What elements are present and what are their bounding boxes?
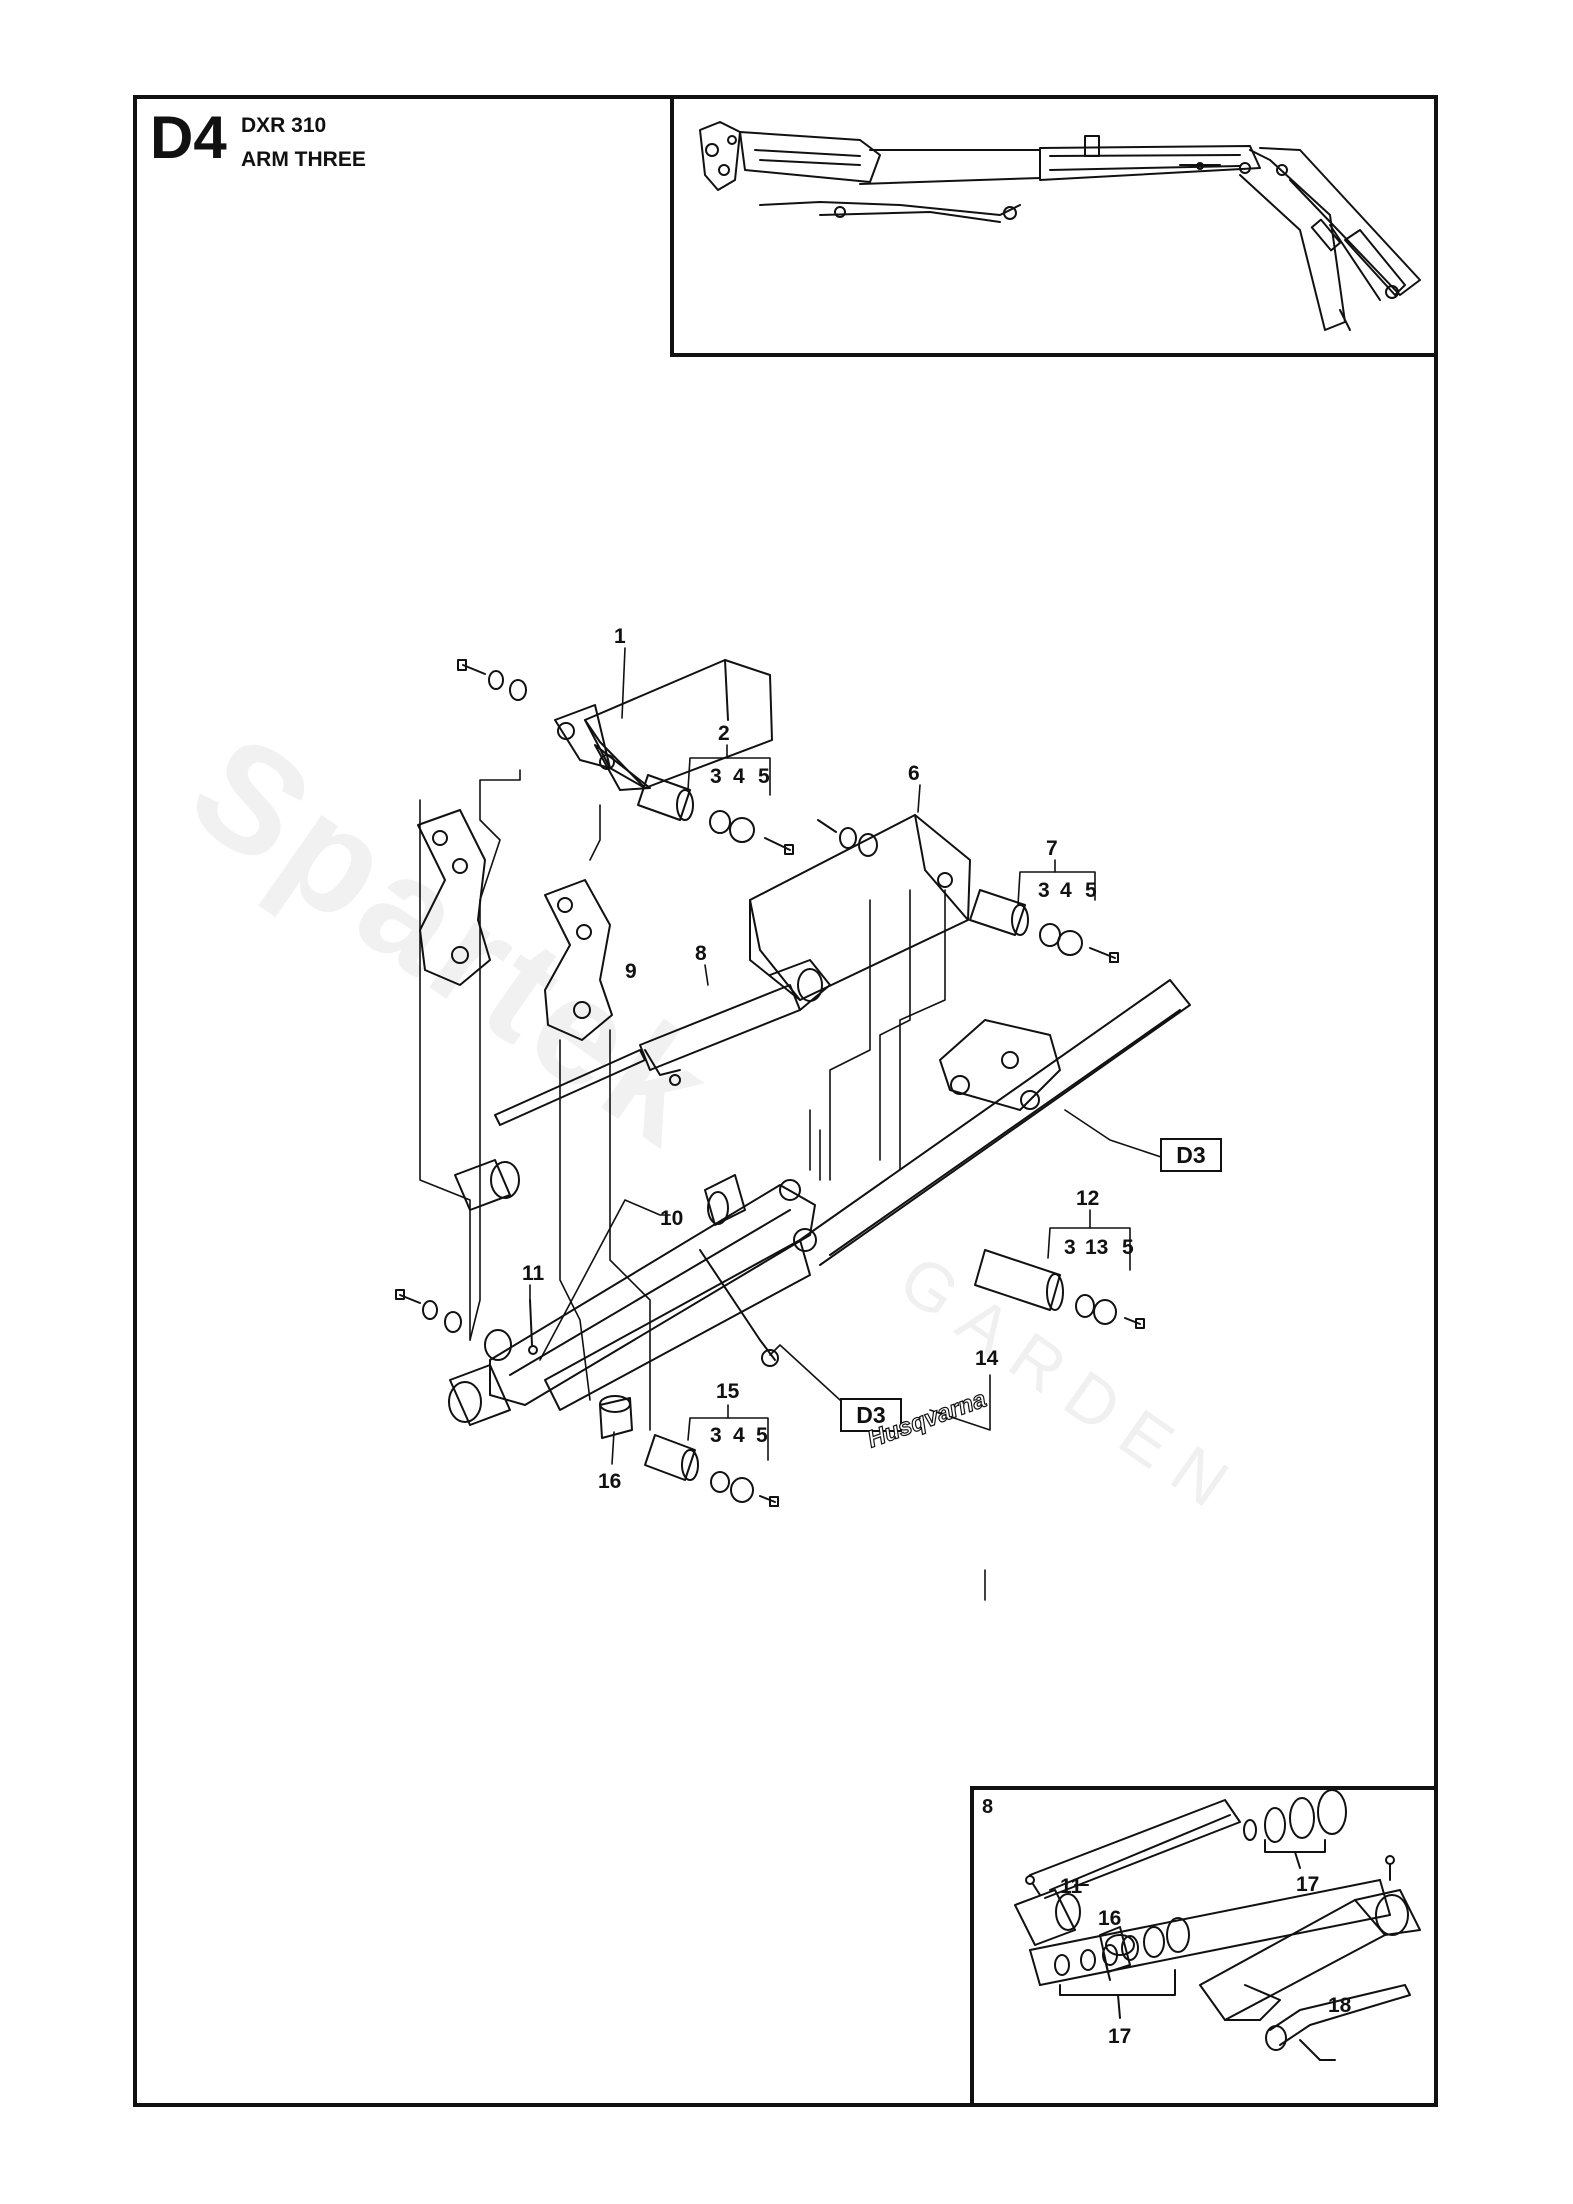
callout-14: 14 [975, 1347, 999, 1370]
part-11-grease-nipple [528, 1299, 538, 1355]
callout-7-4: 4 [1060, 879, 1072, 902]
callout-12-3: 3 [1064, 1236, 1076, 1259]
bushing-15 [644, 1434, 779, 1507]
callout-12: 12 [1076, 1187, 1099, 1210]
assembly-routing-lines [419, 769, 946, 1431]
overview-panel [670, 95, 1438, 357]
inset-callout-18: 18 [1328, 1994, 1352, 2017]
callout-7-3: 3 [1038, 879, 1050, 902]
callout-12-5: 5 [1122, 1236, 1134, 1259]
inset-label: 8 [982, 1796, 994, 1818]
callout-2: 2 [718, 722, 730, 745]
bushing-2 [637, 774, 794, 855]
section-code: D4 [150, 104, 227, 171]
bushing-7 [969, 889, 1119, 963]
callout-2-3: 3 [710, 765, 722, 788]
callout-2-4: 4 [733, 765, 745, 788]
bushing-10 [704, 1174, 746, 1226]
overview-arm-drawing [699, 121, 1421, 331]
callout-labels: 1 2 3 4 5 6 7 3 4 5 8 9 10 11 12 3 13 5 … [522, 625, 1352, 2048]
bushing-12 [974, 1249, 1145, 1329]
left-bolt-washers [395, 1289, 512, 1361]
callout-16: 16 [598, 1470, 621, 1493]
cylinder-8 [454, 959, 831, 1211]
ref-d3-lower: D3 [840, 1398, 902, 1432]
arm-10 [448, 1179, 817, 1426]
main-arm-beam [799, 979, 1191, 1266]
callout-15-4: 4 [733, 1424, 745, 1447]
leader-lines [529, 647, 1171, 1601]
inset-callout-16: 16 [1098, 1907, 1121, 1930]
part-6-channel [749, 814, 971, 1001]
inset-cylinder-drawing [1014, 1789, 1421, 2061]
callout-8: 8 [695, 942, 707, 965]
callout-6: 6 [908, 762, 920, 785]
section-title: ARM THREE [241, 148, 366, 171]
callout-15-5: 5 [756, 1424, 768, 1447]
inset-callout-17-top: 17 [1296, 1873, 1319, 1896]
plate-9-right [544, 879, 613, 1041]
callout-2-5: 5 [758, 765, 770, 788]
callout-15-3: 3 [710, 1424, 722, 1447]
callout-7: 7 [1046, 837, 1058, 860]
inset-callout-17-bottom: 17 [1108, 2025, 1131, 2048]
callout-1: 1 [614, 625, 626, 648]
inset-callout-11: 11 [1060, 1875, 1083, 1898]
model-name: DXR 310 [241, 114, 327, 137]
ref-d3-upper: D3 [1160, 1138, 1222, 1172]
callout-12-13: 13 [1085, 1236, 1108, 1259]
callout-11: 11 [522, 1262, 545, 1285]
callout-15: 15 [716, 1380, 740, 1403]
plate-9-left [417, 809, 491, 986]
part-1-bolt-washers [457, 659, 527, 701]
callout-10: 10 [660, 1207, 683, 1230]
callout-9: 9 [625, 960, 637, 983]
part-1-upper-channel [554, 659, 773, 791]
callout-7-5: 5 [1085, 879, 1097, 902]
bushing-16 [599, 1395, 633, 1439]
